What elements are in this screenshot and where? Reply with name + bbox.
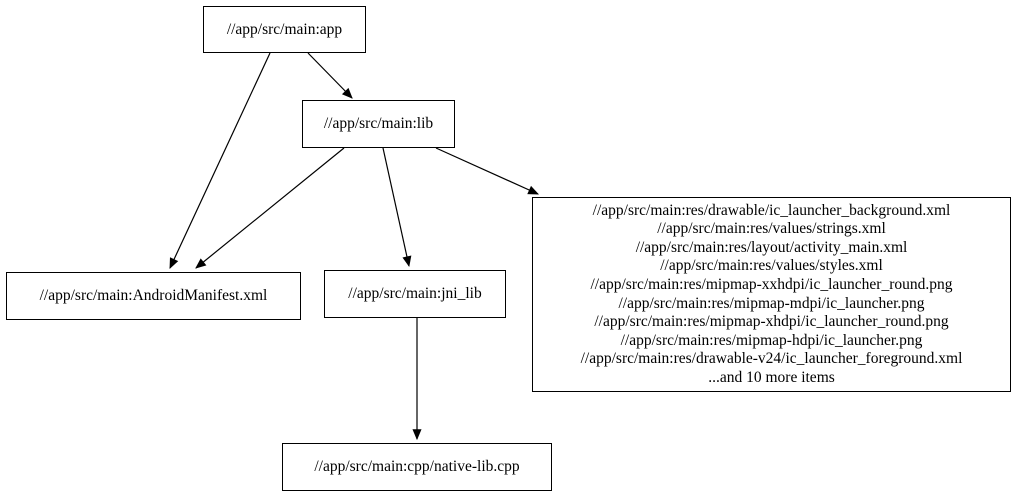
node-jni-lib: //app/src/main:jni_lib xyxy=(324,270,506,318)
resource-line: //app/src/main:res/mipmap-xxhdpi/ic_laun… xyxy=(590,275,953,293)
node-native-lib-cpp: //app/src/main:cpp/native-lib.cpp xyxy=(282,443,552,491)
resource-line: //app/src/main:res/mipmap-mdpi/ic_launch… xyxy=(618,294,925,312)
node-lib: //app/src/main:lib xyxy=(302,100,455,148)
node-native-lib-cpp-label: //app/src/main:cpp/native-lib.cpp xyxy=(314,458,520,475)
resource-line: //app/src/main:res/mipmap-hdpi/ic_launch… xyxy=(620,331,923,349)
edge-lib-to-resources xyxy=(435,147,539,195)
resource-line: //app/src/main:res/values/styles.xml xyxy=(660,257,883,275)
edge-app-to-manifest xyxy=(169,52,271,269)
resource-line: //app/src/main:res/layout/activity_main.… xyxy=(635,238,908,256)
node-android-manifest-label: //app/src/main:AndroidManifest.xml xyxy=(39,287,268,304)
resource-line: //app/src/main:res/values/strings.xml xyxy=(657,220,886,238)
node-lib-label: //app/src/main:lib xyxy=(323,115,434,132)
node-jni-lib-label: //app/src/main:jni_lib xyxy=(348,285,482,302)
node-app-label: //app/src/main:app xyxy=(226,20,343,38)
resource-line: //app/src/main:res/drawable/ic_launcher_… xyxy=(592,201,951,219)
resource-line-more-items: ...and 10 more items xyxy=(708,368,835,386)
resource-line: //app/src/main:res/drawable-v24/ic_launc… xyxy=(580,350,963,368)
node-android-manifest: //app/src/main:AndroidManifest.xml xyxy=(6,272,301,320)
resource-line: //app/src/main:res/mipmap-xhdpi/ic_launc… xyxy=(594,313,949,331)
edge-app-to-lib xyxy=(307,52,353,99)
node-resources-group: //app/src/main:res/drawable/ic_launcher_… xyxy=(532,197,1011,392)
edge-lib-to-manifest xyxy=(195,147,345,269)
edge-lib-to-jni-lib xyxy=(382,147,412,268)
node-app: //app/src/main:app xyxy=(203,6,366,53)
